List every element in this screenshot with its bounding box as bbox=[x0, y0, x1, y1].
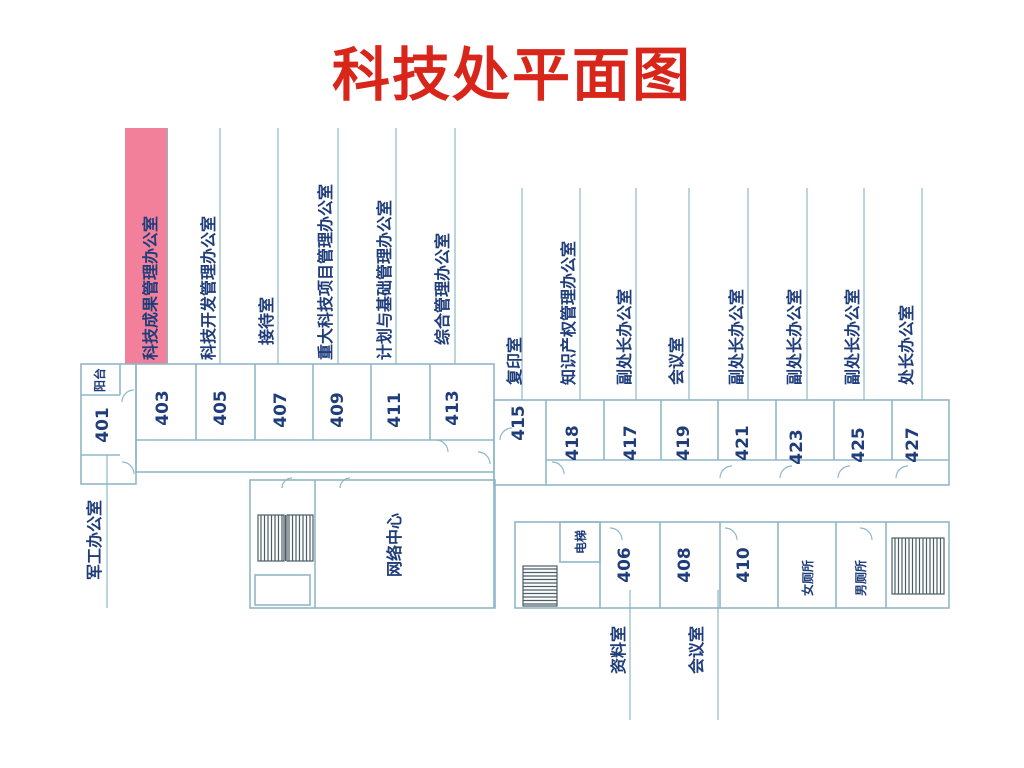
room-409-name: 重大科技项目管理办公室 bbox=[316, 184, 335, 360]
network-center-label: 网络中心 bbox=[385, 513, 404, 577]
room-405-name: 科技开发管理办公室 bbox=[199, 216, 218, 360]
women-restroom-label: 女厕所 bbox=[800, 560, 815, 596]
page-title: 科技处平面图 bbox=[331, 41, 692, 109]
top-room-numbers: 403 405 407 409 411 413 415 418 417 419 421 423 425 4… bbox=[153, 390, 923, 465]
room-403-number: 403 bbox=[153, 390, 173, 426]
room-413-number: 413 bbox=[443, 390, 463, 426]
room-407-number: 407 bbox=[271, 392, 291, 428]
room-417-number: 417 bbox=[621, 425, 641, 461]
room-408-number: 408 bbox=[675, 547, 695, 583]
bottom-rooms: 406 资料室 408 会议室 410 bbox=[609, 547, 754, 674]
room-419-name: 会议室 bbox=[667, 337, 686, 385]
leader-lines bbox=[106, 128, 923, 720]
room-427-name: 处长办公室 bbox=[897, 305, 916, 386]
room-427-number: 427 bbox=[903, 427, 923, 463]
room-425-number: 425 bbox=[849, 427, 869, 463]
military-office-label: 军工办公室 bbox=[85, 500, 104, 580]
room-410-number: 410 bbox=[734, 547, 754, 583]
room-401-number: 401 bbox=[93, 407, 113, 443]
room-406-name: 资料室 bbox=[609, 626, 628, 674]
room-409-number: 409 bbox=[328, 392, 348, 428]
room-423-number: 423 bbox=[787, 429, 807, 465]
stairs bbox=[257, 514, 945, 607]
room-421-number: 421 bbox=[733, 425, 753, 461]
room-423-name: 副处长办公室 bbox=[785, 289, 804, 385]
top-room-labels: 科技成果管理办公室 科技开发管理办公室接待室 重大科技项目管理办公室 计划与基础管理办… bbox=[141, 184, 916, 386]
room-411-number: 411 bbox=[385, 392, 405, 428]
men-restroom-label: 男厕所 bbox=[853, 560, 868, 596]
room-417-name: 副处长办公室 bbox=[615, 289, 634, 385]
room-415-name: 复印室 bbox=[505, 337, 524, 386]
room-418-name: 知识产权管理办公室 bbox=[559, 241, 578, 385]
room-405-number: 405 bbox=[211, 390, 231, 426]
room-406-number: 406 bbox=[615, 547, 635, 583]
room-411-name: 计划与基础管理办公室 bbox=[375, 200, 394, 360]
room-418-number: 418 bbox=[563, 425, 583, 461]
room-425-name: 副处长办公室 bbox=[843, 289, 862, 385]
room-415-number: 415 bbox=[509, 405, 529, 441]
room-408-name: 会议室 bbox=[687, 626, 706, 674]
room-407-name: 接待室 bbox=[257, 297, 276, 345]
room-413-name: 综合管理办公室 bbox=[433, 233, 452, 345]
room-421-name: 副处长办公室 bbox=[727, 289, 746, 385]
room-419-number: 419 bbox=[674, 425, 694, 461]
balcony-label: 阳台 bbox=[92, 368, 107, 392]
elevator-label: 电梯 bbox=[573, 530, 588, 554]
highlight-403 bbox=[125, 128, 168, 364]
walls bbox=[80, 363, 950, 609]
room-403-name: 科技成果管理办公室 bbox=[141, 216, 160, 360]
doors bbox=[121, 389, 909, 541]
